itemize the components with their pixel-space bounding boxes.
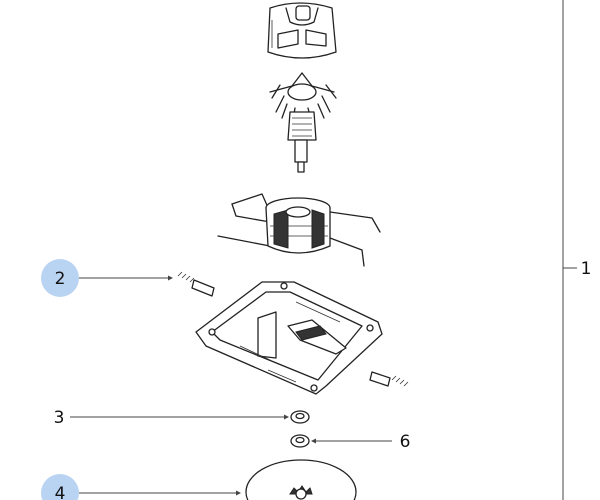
field-stator bbox=[217, 193, 381, 267]
callout-6-label: 6 bbox=[400, 432, 411, 452]
callout-6[interactable]: 6 bbox=[400, 432, 411, 452]
armature-rotor bbox=[269, 72, 337, 173]
callout-2[interactable]: 2 bbox=[41, 259, 79, 297]
callout-2-circle bbox=[41, 259, 79, 297]
callout-4[interactable]: 4 bbox=[41, 474, 79, 500]
callout-1[interactable]: 1 bbox=[581, 259, 592, 279]
assembly-bracket bbox=[562, 0, 577, 500]
callout-3-label: 3 bbox=[54, 408, 65, 428]
carbon-brush-right bbox=[369, 371, 409, 387]
callout-2-label: 2 bbox=[55, 269, 66, 289]
callout-1-label: 1 bbox=[581, 259, 592, 279]
callout-3[interactable]: 3 bbox=[54, 408, 65, 428]
motor-cover bbox=[267, 2, 337, 59]
bearing-washer bbox=[290, 434, 310, 448]
brush-holder-plate bbox=[195, 281, 383, 395]
fan-disc bbox=[245, 459, 357, 500]
washer bbox=[290, 410, 310, 424]
leader-lines bbox=[70, 275, 392, 496]
carbon-brush bbox=[177, 271, 215, 297]
callout-4-label: 4 bbox=[55, 484, 66, 500]
callout-4-circle bbox=[41, 474, 79, 500]
